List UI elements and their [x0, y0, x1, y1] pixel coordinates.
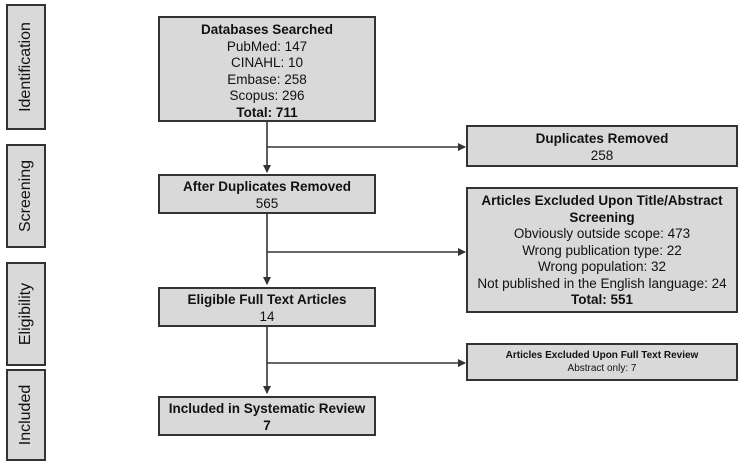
databases-searched-box: Databases Searched PubMed: 147 CINAHL: 1…	[158, 16, 376, 122]
excluded-wrong-population: Wrong population: 32	[537, 259, 667, 274]
duplicates-removed-box: Duplicates Removed 258	[466, 125, 738, 167]
after-duplicates-box: After Duplicates Removed 565	[158, 174, 376, 214]
database-pubmed: PubMed: 147	[226, 38, 308, 54]
excluded-full-text-title: Articles Excluded Upon Full Text Review	[505, 350, 699, 361]
eligible-full-text-box: Eligible Full Text Articles 14	[158, 287, 376, 327]
included-value: 7	[263, 417, 271, 433]
database-scopus: Scopus: 296	[229, 88, 305, 103]
database-embase: Embase: 258	[227, 71, 307, 87]
excluded-title-abstract-title: Articles Excluded Upon Title/Abstract Sc…	[481, 193, 723, 225]
excluded-abstract-only: Abstract only: 7	[567, 363, 637, 374]
excluded-title-abstract-box: Articles Excluded Upon Title/Abstract Sc…	[466, 187, 738, 313]
excluded-full-text-box: Articles Excluded Upon Full Text Review …	[466, 343, 738, 381]
database-cinahl: CINAHL: 10	[230, 55, 304, 70]
phase-eligibility: Eligibility	[6, 262, 46, 366]
excluded-outside-scope: Obviously outside scope: 473	[513, 226, 691, 241]
eligible-full-text-title: Eligible Full Text Articles	[187, 292, 347, 307]
phase-included: Included	[6, 369, 46, 461]
included-box: Included in Systematic Review 7	[158, 396, 376, 436]
duplicates-removed-title: Duplicates Removed	[535, 131, 669, 146]
excluded-title-abstract-total: Total: 551	[570, 292, 633, 307]
databases-total: Total: 711	[236, 104, 298, 120]
phase-screening: Screening	[6, 144, 46, 248]
after-duplicates-title: After Duplicates Removed	[182, 179, 352, 194]
phase-identification: Identification	[6, 4, 46, 130]
eligible-full-text-value: 14	[259, 308, 275, 324]
after-duplicates-value: 565	[255, 195, 279, 211]
duplicates-removed-value: 258	[590, 147, 614, 163]
included-title: Included in Systematic Review	[168, 401, 366, 416]
excluded-not-english: Not published in the English language: 2…	[477, 275, 727, 291]
databases-searched-title: Databases Searched	[200, 22, 334, 37]
excluded-wrong-publication-type: Wrong publication type: 22	[522, 242, 682, 258]
